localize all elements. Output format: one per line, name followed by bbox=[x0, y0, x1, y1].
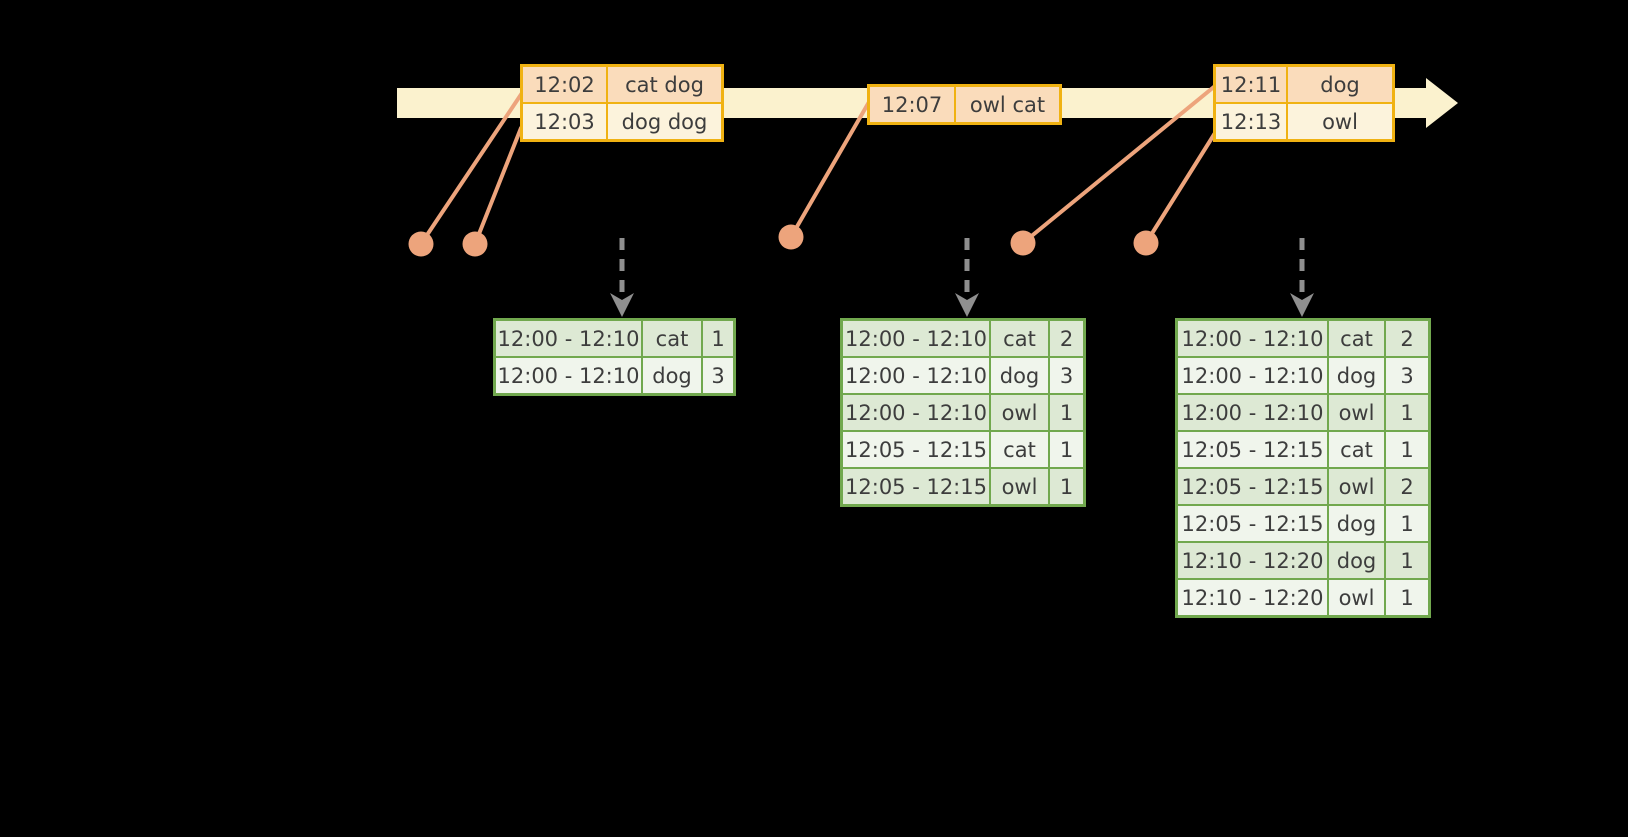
table-cell-window: 12:05 - 12:15 bbox=[1178, 432, 1327, 467]
event-dot-icon bbox=[1133, 230, 1159, 256]
table-cell-window: 12:00 - 12:10 bbox=[843, 358, 989, 393]
table-cell-time: 12:02 bbox=[523, 67, 606, 102]
trigger-dashed-down-arrow-icon bbox=[610, 238, 634, 317]
table-cell-count: 1 bbox=[1050, 395, 1083, 430]
table-cell-words: dog dog bbox=[608, 104, 721, 139]
table-cell-word: owl bbox=[991, 469, 1048, 504]
trigger-dashed-down-arrow-icon bbox=[955, 238, 979, 317]
table-cell-count: 1 bbox=[1386, 580, 1428, 615]
table-cell-word: cat bbox=[1329, 432, 1384, 467]
table-cell-count: 2 bbox=[1386, 321, 1428, 356]
table-cell-count: 1 bbox=[1386, 395, 1428, 430]
table-cell-word: dog bbox=[991, 358, 1048, 393]
table-cell-word: dog bbox=[1329, 543, 1384, 578]
table-cell-window: 12:00 - 12:10 bbox=[843, 321, 989, 356]
table-cell-time: 12:11 bbox=[1216, 67, 1286, 102]
table-cell-time: 12:03 bbox=[523, 104, 606, 139]
table-cell-count: 1 bbox=[703, 321, 733, 356]
table-cell-count: 1 bbox=[1386, 506, 1428, 541]
table-cell-window: 12:05 - 12:15 bbox=[843, 469, 989, 504]
table-cell-words: cat dog bbox=[608, 67, 721, 102]
table-cell-window: 12:00 - 12:10 bbox=[1178, 395, 1327, 430]
table-cell-count: 1 bbox=[1386, 432, 1428, 467]
table-cell-count: 3 bbox=[1386, 358, 1428, 393]
event-dot-icon bbox=[1010, 230, 1036, 256]
table-cell-window: 12:05 - 12:15 bbox=[1178, 469, 1327, 504]
event-connector-line bbox=[1144, 131, 1217, 245]
table-cell-count: 1 bbox=[1386, 543, 1428, 578]
table-cell-count: 2 bbox=[1386, 469, 1428, 504]
trigger-dashed-down-arrow-icon bbox=[1290, 238, 1314, 317]
table-cell-window: 12:00 - 12:10 bbox=[1178, 358, 1327, 393]
table-cell-window: 12:10 - 12:20 bbox=[1178, 543, 1327, 578]
event-connector-line bbox=[473, 126, 523, 246]
table-cell-count: 1 bbox=[1050, 432, 1083, 467]
table-cell-count: 3 bbox=[1050, 358, 1083, 393]
table-cell-time: 12:13 bbox=[1216, 104, 1286, 139]
table-cell-word: cat bbox=[643, 321, 701, 356]
table-cell-words: owl bbox=[1288, 104, 1392, 139]
table-cell-word: cat bbox=[1329, 321, 1384, 356]
table-cell-window: 12:00 - 12:10 bbox=[843, 395, 989, 430]
event-connector-line bbox=[789, 100, 871, 239]
table-cell-window: 12:05 - 12:15 bbox=[1178, 506, 1327, 541]
table-cell-time: 12:07 bbox=[870, 87, 954, 122]
event-connector-line bbox=[419, 88, 526, 246]
event-dot-icon bbox=[778, 224, 804, 250]
table-cell-word: owl bbox=[1329, 395, 1384, 430]
table-cell-window: 12:00 - 12:10 bbox=[1178, 321, 1327, 356]
table-cell-words: owl cat bbox=[956, 87, 1059, 122]
table-cell-window: 12:00 - 12:10 bbox=[496, 321, 641, 356]
table-cell-word: owl bbox=[1329, 469, 1384, 504]
table-cell-word: dog bbox=[643, 358, 701, 393]
table-cell-count: 1 bbox=[1050, 469, 1083, 504]
event-dot-icon bbox=[462, 231, 488, 257]
table-cell-word: cat bbox=[991, 432, 1048, 467]
table-cell-word: dog bbox=[1329, 358, 1384, 393]
event-connector-line bbox=[1021, 84, 1217, 245]
table-cell-word: dog bbox=[1329, 506, 1384, 541]
table-cell-word: owl bbox=[1329, 580, 1384, 615]
table-cell-window: 12:05 - 12:15 bbox=[843, 432, 989, 467]
event-dot-icon bbox=[408, 231, 434, 257]
table-cell-window: 12:00 - 12:10 bbox=[496, 358, 641, 393]
table-cell-word: cat bbox=[991, 321, 1048, 356]
table-cell-window: 12:10 - 12:20 bbox=[1178, 580, 1327, 615]
table-cell-words: dog bbox=[1288, 67, 1392, 102]
table-cell-count: 2 bbox=[1050, 321, 1083, 356]
table-cell-count: 3 bbox=[703, 358, 733, 393]
table-cell-word: owl bbox=[991, 395, 1048, 430]
